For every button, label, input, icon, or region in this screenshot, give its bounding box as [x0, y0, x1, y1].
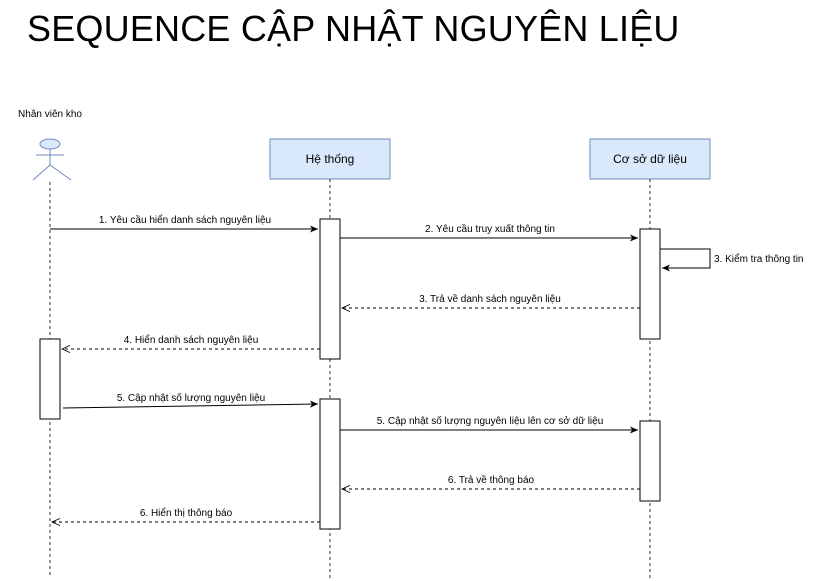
message-5b-label: 5. Cập nhật số lượng nguyên liệu lên cơ …	[377, 415, 604, 427]
message-5-label: 5. Cập nhật số lượng nguyên liệu	[117, 392, 265, 404]
participant-he-thong[interactable]: Hệ thống	[269, 138, 391, 180]
activation-he-thong-2[interactable]	[319, 398, 341, 530]
actor-stick-figure[interactable]	[32, 138, 72, 181]
message-3-return-label: 3. Trả về danh sách nguyên liệu	[419, 293, 561, 305]
diagram-title: SEQUENCE CẬP NHẬT NGUYÊN LIỆU	[27, 8, 680, 49]
actor-label: Nhân viên kho	[18, 109, 82, 120]
activation-co-so-du-lieu-2[interactable]	[639, 420, 661, 502]
participant-co-so-du-lieu[interactable]: Cơ sở dữ liệu	[589, 138, 711, 180]
activation-co-so-du-lieu-1[interactable]	[639, 228, 661, 340]
activation-he-thong-1[interactable]	[319, 218, 341, 360]
svg-text:Cơ sở dữ liệu: Cơ sở dữ liệu	[613, 152, 687, 166]
message-3-self-label: 3. Kiểm tra thông tin	[714, 253, 804, 265]
message-6b-return-label: 6. Hiển thị thông báo	[140, 507, 233, 519]
activation-actor-1[interactable]	[39, 338, 61, 420]
message-4-return-label: 4. Hiển danh sách nguyên liệu	[124, 334, 259, 346]
svg-text:Hệ thống: Hệ thống	[306, 152, 355, 166]
message-5-arrow[interactable]	[62, 400, 319, 409]
message-3-self-arrow[interactable]	[660, 248, 711, 272]
message-6-return-label: 6. Trả về thông báo	[448, 474, 535, 486]
message-2-label: 2. Yêu cầu truy xuất thông tin	[425, 223, 555, 235]
message-1-label: 1. Yêu cầu hiển danh sách nguyên liệu	[99, 214, 271, 226]
